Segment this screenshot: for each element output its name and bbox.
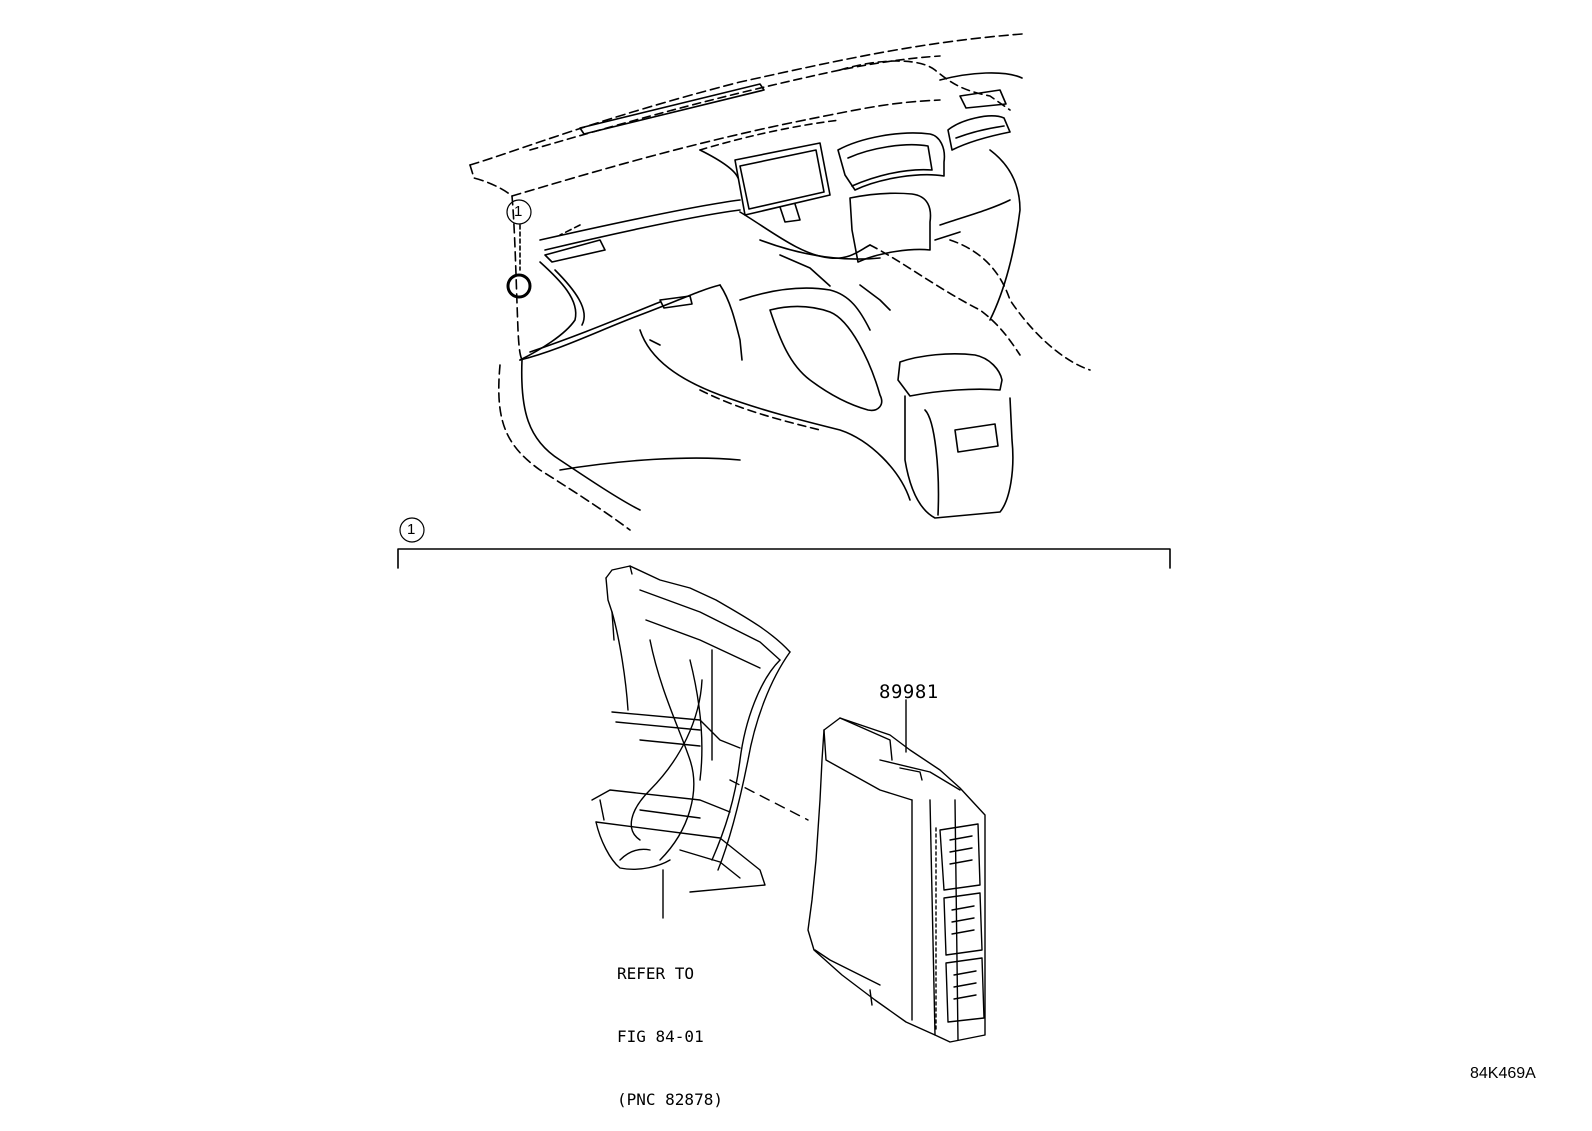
refer-line-2: FIG 84-01 (617, 1027, 704, 1046)
ecu-drawing (807, 699, 986, 1043)
section-bracket (397, 517, 1171, 569)
refer-line-3: (PNC 82878) (617, 1090, 723, 1109)
refer-note: REFER TO FIG 84-01 (PNC 82878) (617, 921, 723, 1131)
junction-bracket-drawing (591, 565, 791, 919)
callout-marker-top: 1 (514, 203, 523, 220)
part-number-label: 89981 (879, 681, 939, 703)
callout-marker-section: 1 (407, 521, 416, 538)
figure-code: 84K469A (1470, 1065, 1536, 1082)
mount-connector-dashed (729, 779, 809, 821)
parts-diagram (397, 33, 1171, 1043)
dashboard-overview (469, 33, 1091, 531)
refer-line-1: REFER TO (617, 964, 695, 983)
